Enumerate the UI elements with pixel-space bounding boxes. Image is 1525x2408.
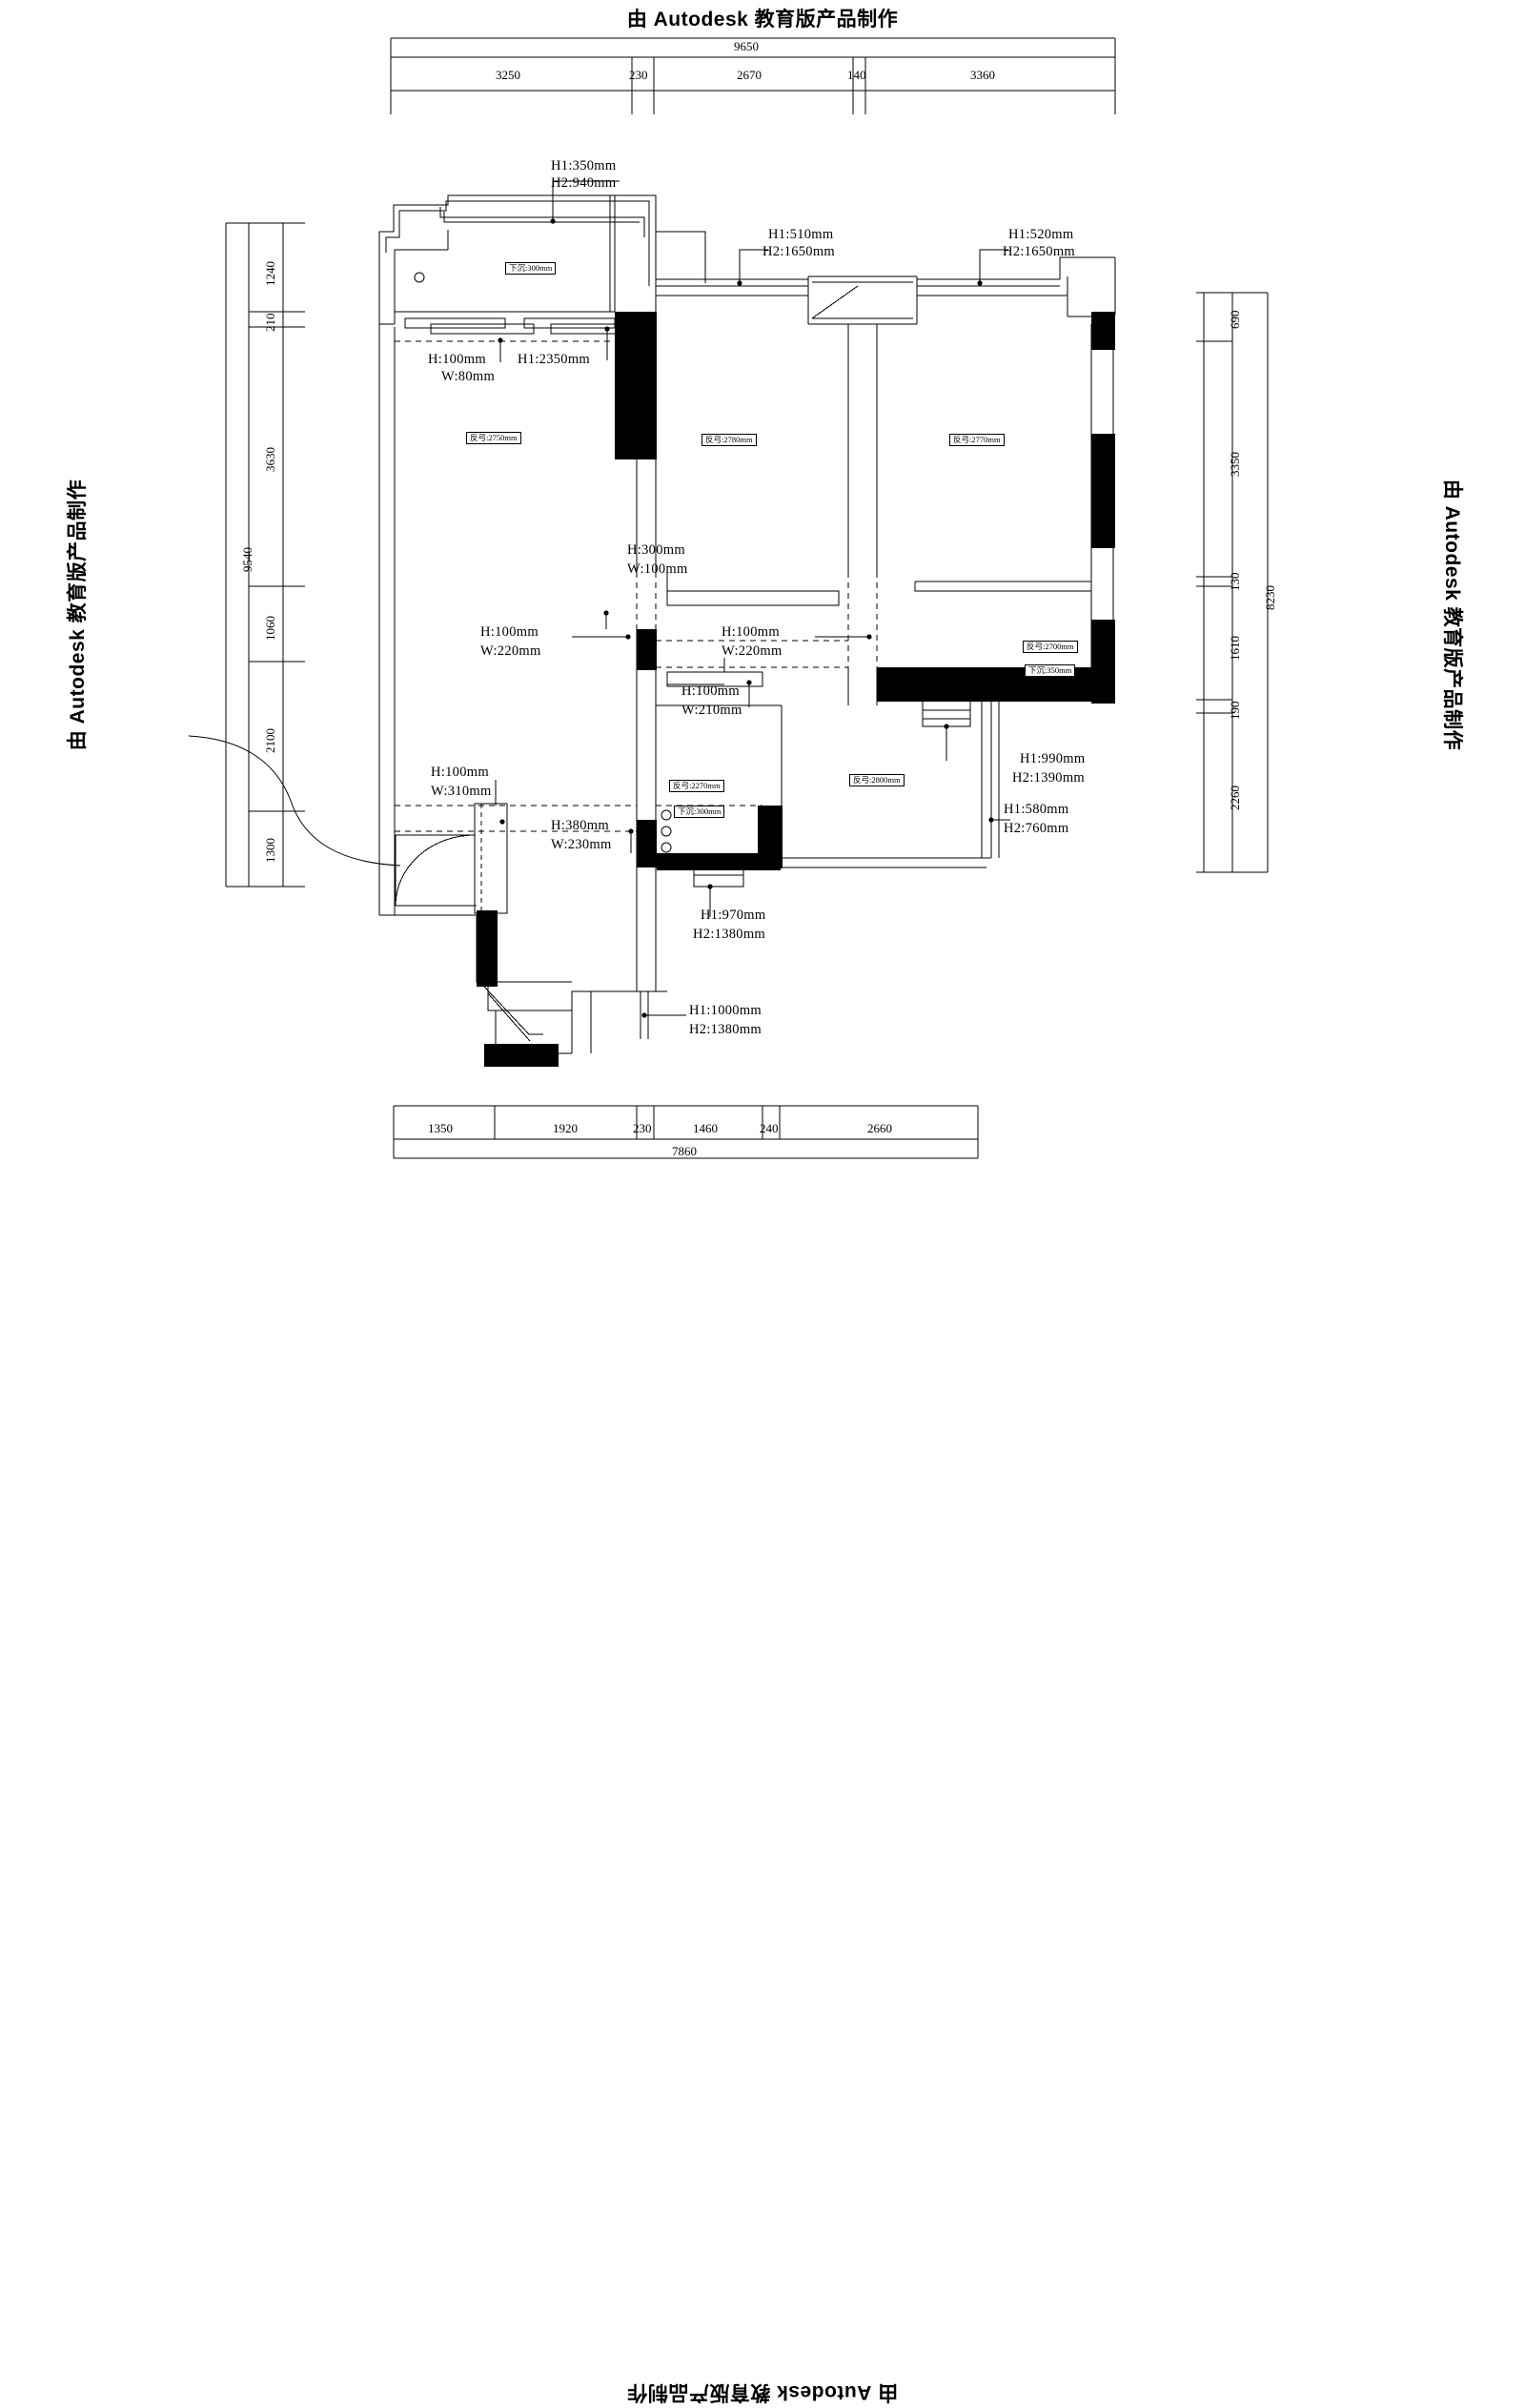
note-n4-line1: H:100mm [428, 352, 486, 367]
room-label-bedroom-ceiling: 反弓:2800mm [849, 774, 905, 787]
dim-bottom-seg-2: 230 [633, 1121, 652, 1135]
dim-top-total: 9650 [734, 39, 759, 53]
note-n3-line1: H1:520mm [1008, 227, 1074, 242]
dim-left-seg-2: 3630 [263, 447, 277, 472]
note-n9-line2: W:210mm [681, 703, 742, 718]
note-n5-line1: H1:2350mm [518, 352, 591, 367]
dim-left-seg-1: 210 [263, 313, 277, 333]
note-n10-line1: H:100mm [431, 765, 489, 780]
dim-right-seg-2: 130 [1228, 572, 1242, 592]
dim-top-seg-3: 140 [847, 68, 866, 82]
note-n6-line2: W:100mm [627, 561, 688, 577]
dim-right-seg-5: 2260 [1228, 786, 1242, 810]
note-n14-line1: H1:990mm [1020, 751, 1086, 766]
structural-walls [477, 312, 1115, 1067]
dim-bottom-seg-4: 240 [760, 1121, 779, 1135]
note-n11-line2: W:230mm [551, 837, 612, 852]
watermark-bottom: 由 Autodesk 教育版产品制作 [626, 2381, 899, 2403]
plan-linework [188, 37, 1269, 1159]
note-n12-line1: H1:970mm [701, 908, 766, 923]
note-n8-line1: H:100mm [722, 624, 780, 640]
note-n3-line2: H2:1650mm [1003, 244, 1076, 259]
dim-left-seg-4: 2100 [263, 728, 277, 753]
note-n10-line2: W:310mm [431, 784, 492, 799]
dim-bottom-total: 7860 [672, 1144, 697, 1158]
note-n15-line1: H1:580mm [1004, 802, 1069, 817]
dim-right-seg-3: 1610 [1228, 636, 1242, 661]
note-n2-line2: H2:1650mm [762, 244, 836, 259]
dim-left-total: 9540 [240, 547, 254, 572]
dim-top-seg-4: 3360 [970, 68, 995, 82]
note-n13-line1: H1:1000mm [689, 1003, 762, 1018]
dim-left-seg-5: 1300 [263, 838, 277, 863]
note-n14-line2: H2:1390mm [1012, 770, 1086, 786]
room-label-right-lower-ceiling: 反弓:2700mm [1023, 641, 1078, 654]
note-n6-line1: H:300mm [627, 542, 685, 558]
watermark-top: 由 Autodesk 教育版产品制作 [626, 9, 899, 31]
dim-left-seg-0: 1240 [263, 261, 277, 286]
note-n1-line2: H2:940mm [551, 175, 617, 191]
dim-bottom-seg-5: 2660 [867, 1121, 892, 1135]
dim-top-seg-1: 230 [629, 68, 648, 82]
dim-bottom-seg-1: 1920 [553, 1121, 578, 1135]
note-n11-line1: H:380mm [551, 818, 609, 833]
note-n4-line2: W:80mm [441, 369, 496, 384]
note-n2-line1: H1:510mm [768, 227, 834, 242]
note-n7-line1: H:100mm [480, 624, 539, 640]
room-label-sink-entry: 下沉:300mm [505, 262, 557, 275]
note-n15-line2: H2:760mm [1004, 821, 1069, 836]
room-label-middle-ceiling: 反弓:2780mm [702, 434, 757, 447]
dim-top-seg-0: 3250 [496, 68, 520, 82]
note-n12-line2: H2:1380mm [693, 927, 766, 942]
fixture-circles [414, 272, 1103, 853]
dim-bottom-seg-0: 1350 [428, 1121, 453, 1135]
leader-dots [498, 218, 994, 1018]
note-n8-line2: W:220mm [722, 643, 783, 659]
dim-right-seg-4: 190 [1228, 701, 1242, 721]
dim-left-seg-3: 1060 [263, 616, 277, 641]
note-n9-line1: H:100mm [681, 684, 740, 699]
dim-top-seg-2: 2670 [737, 68, 762, 82]
dim-right-seg-0: 690 [1228, 310, 1242, 330]
note-n13-line2: H2:1380mm [689, 1022, 762, 1037]
room-label-right-lower-sink: 下沉:350mm [1025, 664, 1076, 678]
dim-right-seg-1: 3350 [1228, 452, 1242, 477]
room-label-right-ceiling: 反弓:2770mm [949, 434, 1005, 447]
note-n1-line1: H1:350mm [551, 158, 617, 173]
dim-bottom-seg-3: 1460 [693, 1121, 718, 1135]
note-n7-line2: W:220mm [480, 643, 541, 659]
room-label-kitchen-sink: 下沉:300mm [674, 806, 725, 819]
floor-plan-drawing: 由 Autodesk 教育版产品制作 由 Autodesk 教育版产品制作 由 … [67, 9, 1463, 2403]
dim-right-total: 8230 [1263, 585, 1277, 610]
room-label-living-ceiling: 反弓:2750mm [466, 432, 521, 445]
room-label-kitchen-ceiling: 反弓:2270mm [669, 780, 724, 793]
